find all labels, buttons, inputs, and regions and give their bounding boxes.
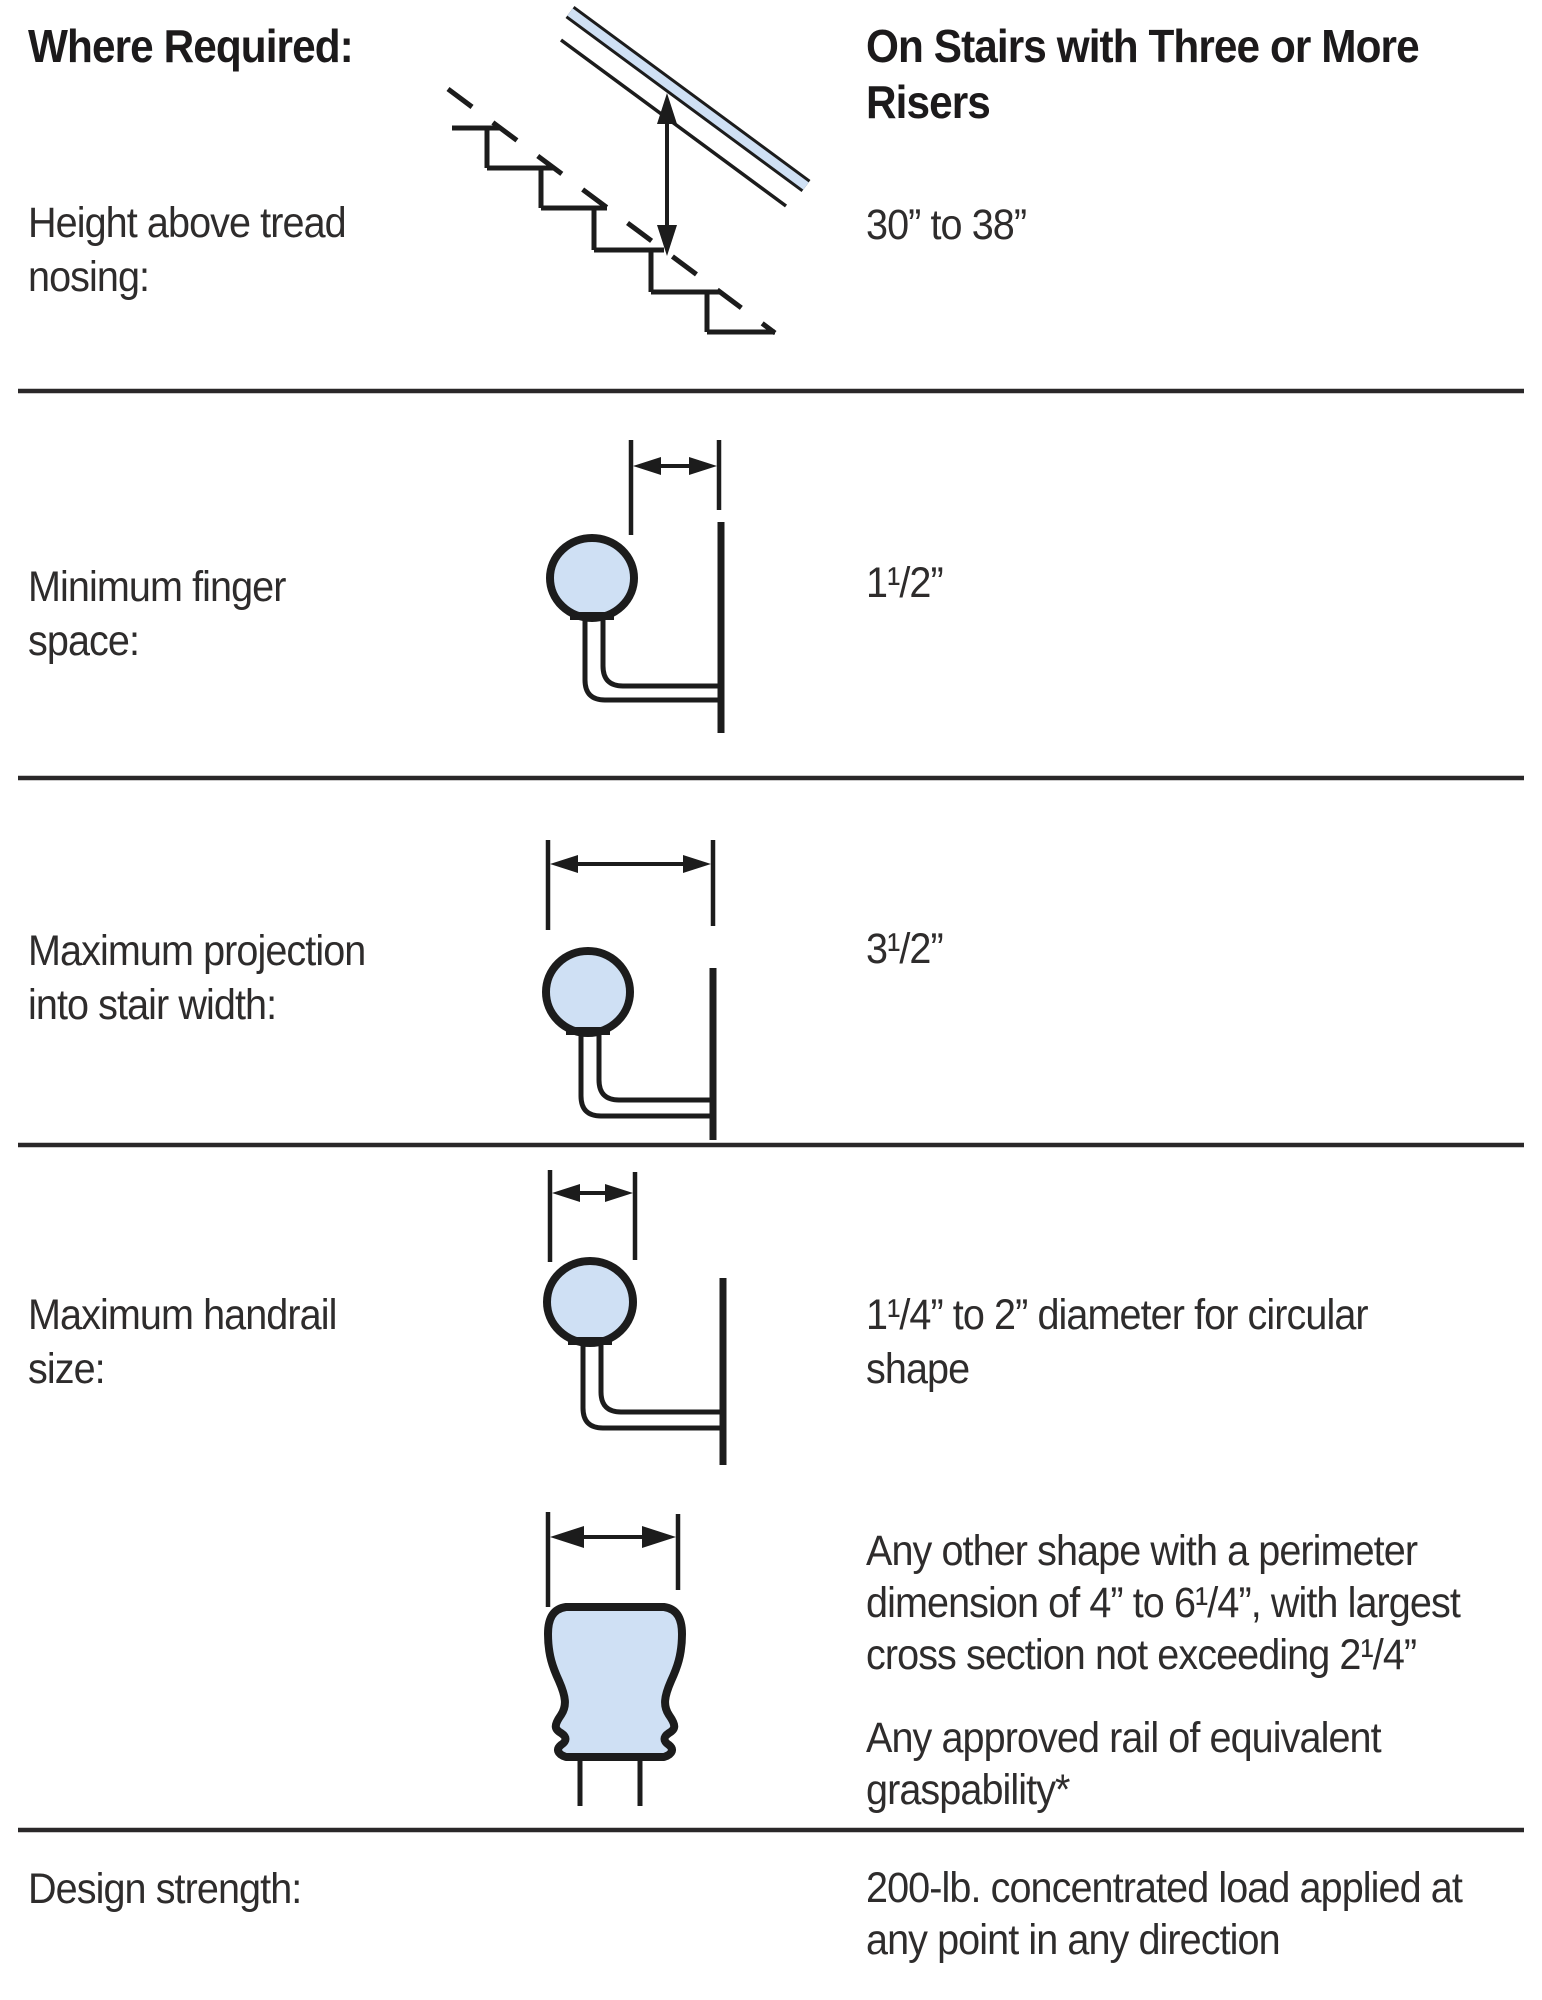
stairs-diagram [446, 5, 811, 336]
handrail-band [567, 8, 809, 190]
row-finger-space-value: 1¹/2” [866, 559, 944, 607]
row-finger-space-label: Minimum finger space: [28, 563, 286, 665]
projection-diagram [542, 840, 717, 1140]
row-height-label: Height above tread nosing: [28, 199, 347, 301]
row-handrail-size-label: Maximum handrail size: [28, 1291, 337, 1393]
molded-profile-diagram [544, 1512, 686, 1806]
column-header-right-line2: Risers [866, 76, 991, 128]
finger-space-diagram [546, 440, 725, 733]
row-design-strength-label: Design strength: [28, 1865, 302, 1913]
handrail-bracket [578, 1031, 713, 1119]
handrail-bracket [580, 1341, 723, 1431]
handrail-section-circle [546, 534, 638, 622]
row-height-value: 30” to 38” [866, 201, 1027, 249]
row-projection-label: Maximum projection into stair width: [28, 927, 366, 1029]
diameter-dimension-arrow [552, 1184, 633, 1202]
column-header-left: Where Required: [28, 20, 354, 72]
column-header-right-line1: On Stairs with Three or More [866, 20, 1420, 72]
height-dimension-arrow [657, 93, 677, 256]
handrail-section-circle [542, 947, 634, 1037]
handrail-section-circle [543, 1257, 637, 1347]
profile-support-legs [577, 1759, 643, 1806]
column-header-right: On Stairs with Three or More Risers [866, 18, 1420, 130]
row-handrail-size-value: 1¹/4” to 2” diameter for circular shape [866, 1291, 1369, 1393]
nosing-line-dashed [446, 86, 777, 336]
row-projection-value: 3¹/2” [866, 925, 944, 973]
circular-size-diagram [543, 1170, 727, 1465]
row-other-shape-value: Any other shape with a perimeter dimensi… [866, 1527, 1461, 1679]
projection-dimension-arrow [550, 855, 711, 873]
stair-steps [452, 125, 775, 335]
row-design-strength-value: 200-lb. concentrated load applied at any… [866, 1864, 1463, 1964]
width-dimension-arrow [550, 1526, 676, 1548]
handrail-bracket [582, 616, 719, 703]
row-dividers [18, 388, 1524, 1833]
row-approved-rail-value: Any approved rail of equivalent graspabi… [866, 1714, 1382, 1814]
molded-handrail-profile [544, 1603, 686, 1761]
finger-space-dimension-arrow [633, 457, 717, 475]
